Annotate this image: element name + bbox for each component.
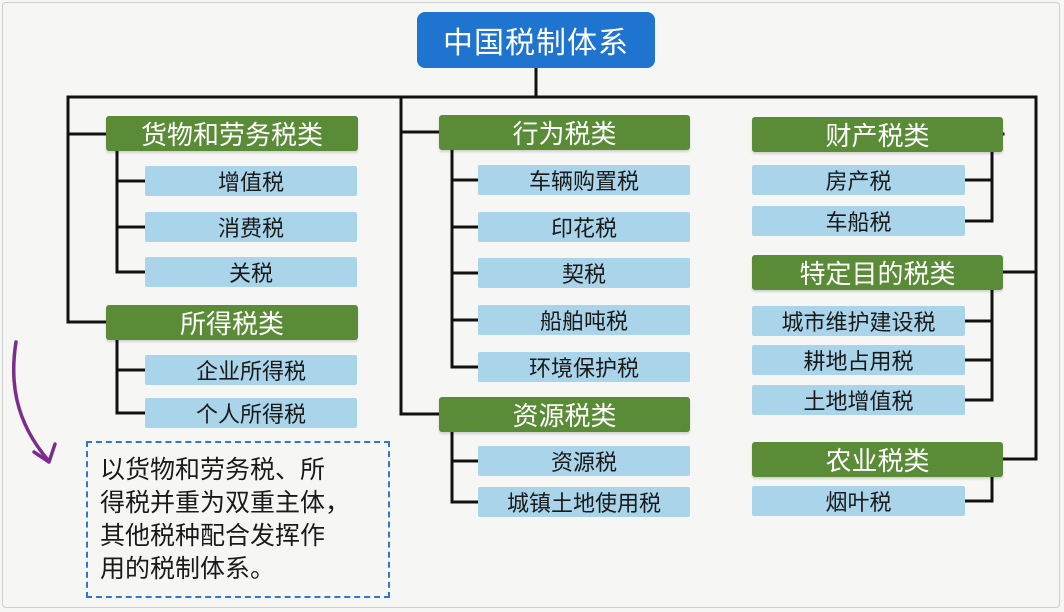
item-land-value-added-tax: 土地增值税	[752, 385, 965, 415]
item-farmland-occupation-tax: 耕地占用税	[752, 345, 965, 375]
curved-arrow-icon	[11, 340, 57, 464]
note-line: 以货物和劳务税、所	[100, 455, 326, 484]
note-box: 以货物和劳务税、所 得税并重为双重主体， 其他税种配合发挥作 用的税制体系。	[86, 441, 390, 598]
item-tobacco-tax: 烟叶税	[752, 486, 965, 516]
item-housing-tax: 房产税	[752, 165, 965, 195]
item-corporate-income-tax: 企业所得税	[145, 355, 357, 385]
item-vat: 增值税	[145, 166, 357, 196]
note-line: 其他税种配合发挥作	[100, 521, 326, 550]
category-resource: 资源税类	[439, 397, 690, 432]
category-special-purpose: 特定目的税类	[752, 255, 1003, 290]
note-line: 用的税制体系。	[100, 554, 276, 583]
item-vehicle-vessel-tax: 车船税	[752, 206, 965, 236]
item-urban-land-use-tax: 城镇土地使用税	[478, 487, 690, 517]
item-vehicle-purchase-tax: 车辆购置税	[478, 165, 690, 195]
item-consumption-tax: 消费税	[145, 212, 357, 242]
category-agriculture: 农业税类	[752, 442, 1003, 477]
category-income: 所得税类	[106, 305, 358, 340]
item-resource-tax: 资源税	[478, 446, 690, 476]
item-environmental-tax: 环境保护税	[478, 352, 690, 382]
root-node: 中国税制体系	[417, 12, 655, 68]
item-urban-maintenance-tax: 城市维护建设税	[752, 306, 965, 336]
item-tonnage-tax: 船舶吨税	[478, 305, 690, 335]
item-stamp-tax: 印花税	[478, 212, 690, 242]
category-property: 财产税类	[752, 117, 1003, 152]
item-personal-income-tax: 个人所得税	[145, 398, 357, 428]
note-line: 得税并重为双重主体，	[100, 488, 351, 517]
item-tariff: 关税	[145, 257, 357, 287]
item-deed-tax: 契税	[478, 258, 690, 288]
category-behavior: 行为税类	[439, 115, 690, 150]
category-goods-services: 货物和劳务税类	[106, 116, 358, 151]
